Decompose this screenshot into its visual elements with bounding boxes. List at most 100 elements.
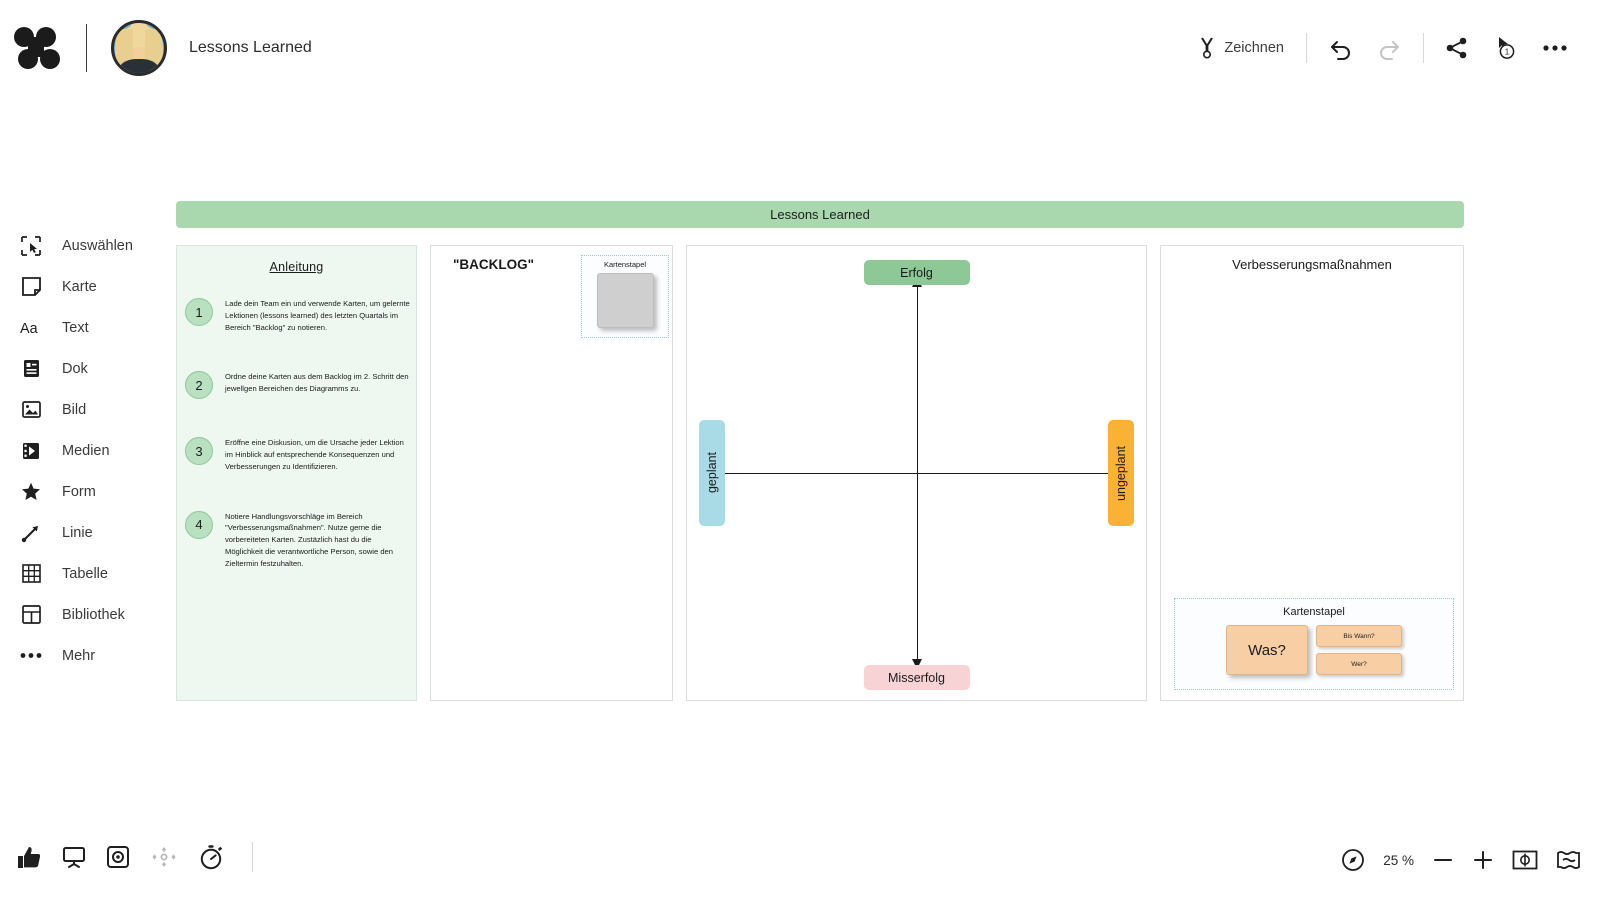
instruction-step: 4 Notiere Handlungsvorschläge im Bereich…	[177, 510, 416, 570]
improvements-panel[interactable]: Verbesserungsmaßnahmen Kartenstapel Was?…	[1160, 245, 1464, 701]
bottom-divider	[252, 842, 253, 872]
instructions-panel[interactable]: Anleitung 1 Lade dein Team ein und verwe…	[176, 245, 417, 701]
stopwatch-timer-icon[interactable]	[198, 844, 224, 870]
sidebar-label: Bild	[62, 401, 87, 418]
card-column: Bis Wann? Wer?	[1316, 625, 1402, 675]
step-text: Ordne deine Karten aus dem Backlog im 2.…	[225, 372, 409, 394]
sidebar-label: Auswählen	[62, 237, 133, 254]
sidebar-item-mehr[interactable]: Mehr	[0, 635, 168, 676]
user-avatar[interactable]	[111, 19, 167, 76]
card-icon	[20, 277, 42, 296]
card-bis-wann[interactable]: Bis Wann?	[1316, 625, 1402, 647]
matrix-label-geplant[interactable]: geplant	[699, 420, 725, 526]
top-right-actions: Zeichnen 1	[1187, 29, 1600, 67]
svg-text:1: 1	[1505, 47, 1510, 56]
step-text: Notiere Handlungsvorschläge im Bereich "…	[225, 511, 393, 568]
line-arrow-icon	[20, 523, 42, 543]
sidebar-label: Bibliothek	[62, 606, 125, 623]
sidebar-label: Form	[62, 483, 96, 500]
matrix-label-ungeplant-text: ungeplant	[1114, 445, 1128, 501]
presentation-screen-icon[interactable]	[62, 845, 86, 869]
card-stack-cards: Was? Bis Wann? Wer?	[1175, 625, 1453, 675]
board-title[interactable]: Lessons Learned	[189, 38, 312, 56]
zoom-out-button[interactable]	[1432, 849, 1454, 871]
presence-button[interactable]: 1	[1480, 29, 1530, 67]
card-was[interactable]: Was?	[1226, 625, 1308, 675]
sidebar-label: Dok	[62, 360, 88, 377]
instruction-step: 1 Lade dein Team ein und verwende Karten…	[177, 298, 416, 333]
bottom-right-toolbar: 25 %	[1341, 848, 1582, 872]
step-number: 3	[185, 437, 213, 466]
participants-cursors-icon[interactable]	[150, 845, 178, 869]
backlog-panel[interactable]: "BACKLOG" Kartenstapel	[430, 245, 673, 701]
focus-target-icon[interactable]	[106, 845, 130, 869]
top-toolbar: Lessons Learned Zeichnen	[0, 0, 1600, 95]
instructions-title: Anleitung	[269, 260, 324, 274]
sidebar-label: Tabelle	[62, 565, 108, 582]
thumbs-up-icon[interactable]	[16, 845, 42, 870]
matrix-label-geplant-text: geplant	[705, 452, 719, 494]
more-menu-button[interactable]	[1530, 38, 1580, 58]
star-shape-icon	[20, 482, 42, 501]
table-grid-icon	[20, 564, 42, 583]
step-number: 1	[185, 298, 213, 326]
sidebar-item-auswaehlen[interactable]: Auswählen	[0, 225, 168, 266]
undo-button[interactable]	[1317, 30, 1365, 66]
step-text: Eröffne eine Diskusion, um die Ursache j…	[225, 438, 404, 471]
fit-to-screen-icon[interactable]	[1512, 849, 1538, 871]
header-divider	[86, 23, 87, 72]
sidebar-label: Linie	[62, 524, 93, 541]
card-stack-label: Kartenstapel	[1283, 606, 1345, 618]
sidebar-item-linie[interactable]: Linie	[0, 512, 168, 553]
matrix-label-erfolg[interactable]: Erfolg	[863, 260, 970, 285]
share-button[interactable]	[1434, 31, 1480, 65]
image-icon	[20, 401, 42, 418]
card-wer[interactable]: Wer?	[1316, 653, 1402, 675]
redo-arrow-icon	[1377, 36, 1401, 60]
ellipsis-icon	[20, 652, 42, 659]
board-banner[interactable]: Lessons Learned	[176, 201, 1464, 228]
tool-rail: Auswählen Karte Aa Text Dok Bild	[0, 225, 168, 676]
sidebar-item-text[interactable]: Aa Text	[0, 307, 168, 348]
sidebar-item-karte[interactable]: Karte	[0, 266, 168, 307]
draw-label: Zeichnen	[1224, 39, 1284, 56]
conceptboard-logo-icon[interactable]	[14, 25, 60, 71]
undo-arrow-icon	[1329, 36, 1353, 60]
text-aa-icon: Aa	[20, 319, 42, 337]
quadrant-matrix-panel[interactable]: Erfolg Misserfolg geplant ungeplant	[686, 245, 1147, 701]
sidebar-item-form[interactable]: Form	[0, 471, 168, 512]
step-number: 2	[185, 371, 213, 400]
improvements-card-stack-frame[interactable]: Kartenstapel Was? Bis Wann? Wer?	[1174, 598, 1454, 690]
blank-card[interactable]	[596, 273, 654, 328]
svg-text:Aa: Aa	[20, 321, 38, 337]
sidebar-label: Text	[62, 319, 89, 336]
draw-button[interactable]: Zeichnen	[1187, 31, 1296, 65]
sidebar-label: Medien	[62, 442, 110, 459]
minimap-icon[interactable]	[1556, 849, 1582, 871]
sidebar-label: Mehr	[62, 647, 96, 664]
matrix-label-misserfolg[interactable]: Misserfolg	[863, 665, 970, 690]
redo-button[interactable]	[1365, 30, 1413, 66]
step-number: 4	[185, 510, 213, 539]
sidebar-item-medien[interactable]: Medien	[0, 430, 168, 471]
zoom-level: 25 %	[1383, 852, 1414, 868]
sidebar-item-bibliothek[interactable]: Bibliothek	[0, 594, 168, 635]
step-text: Lade dein Team ein und verwende Karten, …	[225, 299, 410, 332]
sidebar-item-tabelle[interactable]: Tabelle	[0, 553, 168, 594]
document-icon	[20, 359, 42, 378]
matrix-label-ungeplant[interactable]: ungeplant	[1108, 420, 1134, 526]
compass-navigator-icon[interactable]	[1341, 848, 1365, 872]
horizontal-axis	[715, 473, 1118, 474]
sidebar-item-dok[interactable]: Dok	[0, 348, 168, 389]
axis-arrow-down-icon	[911, 659, 922, 669]
backlog-card-stack-frame[interactable]: Kartenstapel	[581, 255, 669, 338]
select-cursor-icon	[20, 235, 42, 256]
zoom-in-button[interactable]	[1472, 849, 1494, 871]
sidebar-item-bild[interactable]: Bild	[0, 389, 168, 430]
instruction-step: 3 Eröffne eine Diskusion, um die Ursache…	[177, 437, 416, 472]
toolbar-separator-2	[1423, 32, 1424, 63]
pen-icon	[1199, 36, 1215, 59]
ellipsis-icon	[1542, 44, 1568, 52]
card-stack-label: Kartenstapel	[603, 260, 647, 269]
